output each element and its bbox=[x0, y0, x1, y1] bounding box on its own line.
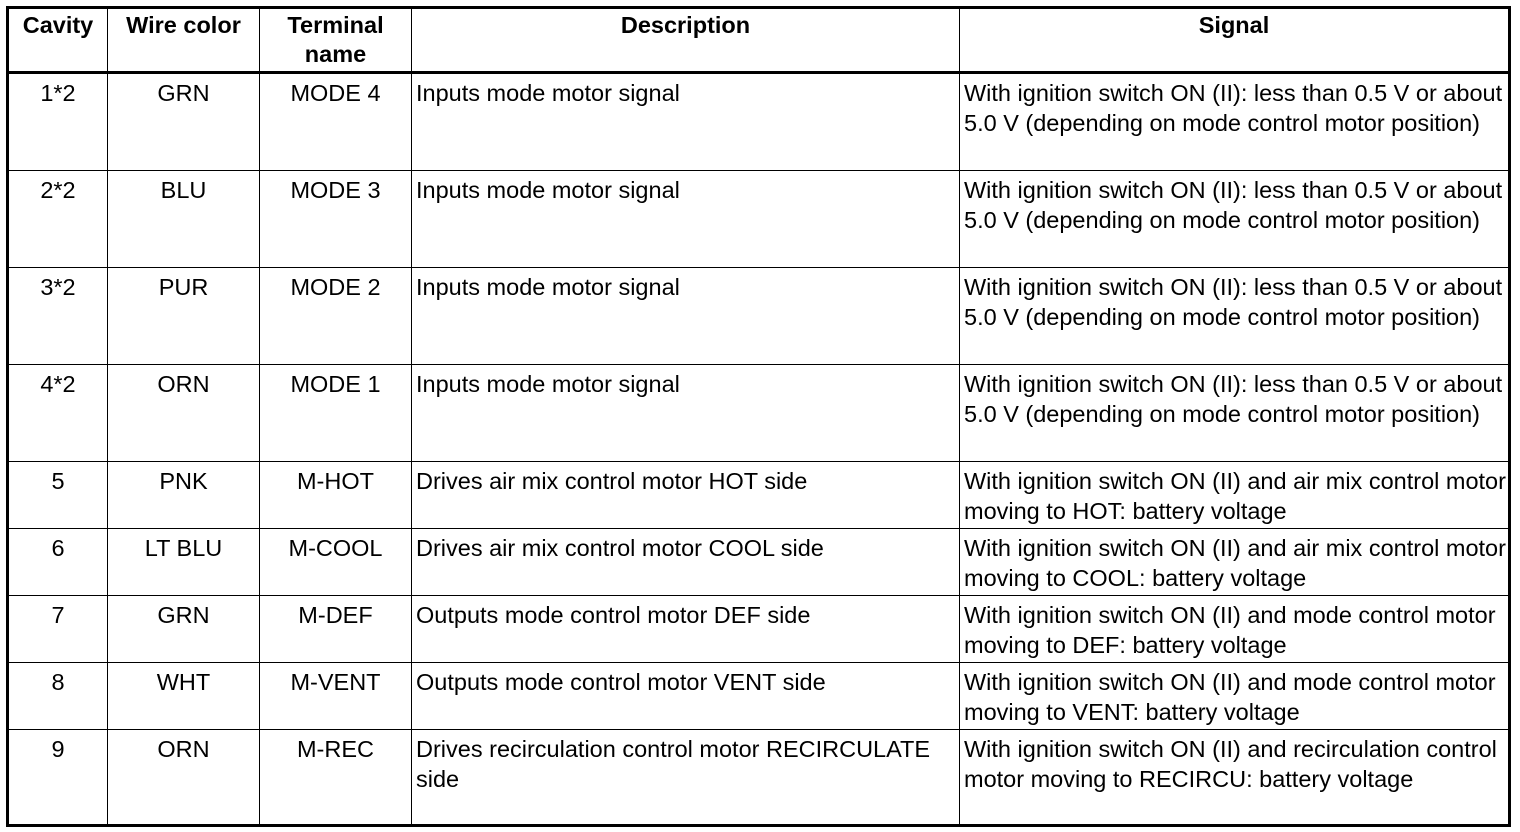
terminal-name-cell: MODE 4 bbox=[259, 72, 412, 171]
cavity-cell: 6 bbox=[7, 528, 108, 596]
wire-color-cell: ORN bbox=[107, 729, 260, 826]
table-row: 4*2 ORN MODE 1 Inputs mode motor signal … bbox=[7, 364, 1510, 462]
wire-color-cell: PUR bbox=[107, 267, 260, 365]
description-cell: Inputs mode motor signal bbox=[411, 170, 960, 268]
signal-cell: With ignition switch ON (II) and air mix… bbox=[959, 528, 1510, 596]
header-description: Description bbox=[411, 7, 960, 74]
terminal-name-cell: M-COOL bbox=[259, 528, 412, 596]
table-row: 9 ORN M-REC Drives recirculation control… bbox=[7, 729, 1510, 826]
wire-color-cell: LT BLU bbox=[107, 528, 260, 596]
wire-color-cell: GRN bbox=[107, 72, 260, 171]
wire-color-cell: PNK bbox=[107, 461, 260, 529]
terminal-name-cell: M-REC bbox=[259, 729, 412, 826]
description-cell: Inputs mode motor signal bbox=[411, 364, 960, 462]
description-cell: Drives recirculation control motor RECIR… bbox=[411, 729, 960, 826]
table-row: 6 LT BLU M-COOL Drives air mix control m… bbox=[7, 528, 1510, 596]
cavity-cell: 9 bbox=[7, 729, 108, 826]
cavity-cell: 1*2 bbox=[7, 72, 108, 171]
header-wire-color: Wire color bbox=[107, 7, 260, 74]
terminal-name-cell: MODE 2 bbox=[259, 267, 412, 365]
signal-cell: With ignition switch ON (II): less than … bbox=[959, 170, 1510, 268]
cavity-cell: 4*2 bbox=[7, 364, 108, 462]
cavity-cell: 8 bbox=[7, 662, 108, 730]
description-cell: Outputs mode control motor DEF side bbox=[411, 595, 960, 663]
signal-cell: With ignition switch ON (II): less than … bbox=[959, 267, 1510, 365]
signal-cell: With ignition switch ON (II) and recircu… bbox=[959, 729, 1510, 826]
table-row: 8 WHT M-VENT Outputs mode control motor … bbox=[7, 662, 1510, 730]
wire-color-cell: ORN bbox=[107, 364, 260, 462]
signal-cell: With ignition switch ON (II) and mode co… bbox=[959, 595, 1510, 663]
wire-color-cell: WHT bbox=[107, 662, 260, 730]
wire-color-cell: BLU bbox=[107, 170, 260, 268]
terminal-name-cell: M-DEF bbox=[259, 595, 412, 663]
description-cell: Inputs mode motor signal bbox=[411, 72, 960, 171]
pinout-table: Cavity Wire color Terminal name Descript… bbox=[6, 6, 1511, 827]
cavity-cell: 3*2 bbox=[7, 267, 108, 365]
table-row: 1*2 GRN MODE 4 Inputs mode motor signal … bbox=[7, 72, 1510, 171]
description-cell: Drives air mix control motor HOT side bbox=[411, 461, 960, 529]
cavity-cell: 2*2 bbox=[7, 170, 108, 268]
header-signal: Signal bbox=[959, 7, 1510, 74]
terminal-name-cell: M-VENT bbox=[259, 662, 412, 730]
table-row: 7 GRN M-DEF Outputs mode control motor D… bbox=[7, 595, 1510, 663]
header-terminal-name: Terminal name bbox=[259, 7, 412, 74]
header-cavity: Cavity bbox=[7, 7, 108, 74]
table-header-row: Cavity Wire color Terminal name Descript… bbox=[7, 7, 1510, 74]
cavity-cell: 5 bbox=[7, 461, 108, 529]
signal-cell: With ignition switch ON (II): less than … bbox=[959, 364, 1510, 462]
description-cell: Inputs mode motor signal bbox=[411, 267, 960, 365]
terminal-name-cell: MODE 1 bbox=[259, 364, 412, 462]
terminal-name-cell: M-HOT bbox=[259, 461, 412, 529]
description-cell: Drives air mix control motor COOL side bbox=[411, 528, 960, 596]
signal-cell: With ignition switch ON (II): less than … bbox=[959, 72, 1510, 171]
terminal-name-cell: MODE 3 bbox=[259, 170, 412, 268]
table-row: 2*2 BLU MODE 3 Inputs mode motor signal … bbox=[7, 170, 1510, 268]
wire-color-cell: GRN bbox=[107, 595, 260, 663]
table-row: 5 PNK M-HOT Drives air mix control motor… bbox=[7, 461, 1510, 529]
table-row: 3*2 PUR MODE 2 Inputs mode motor signal … bbox=[7, 267, 1510, 365]
signal-cell: With ignition switch ON (II) and air mix… bbox=[959, 461, 1510, 529]
signal-cell: With ignition switch ON (II) and mode co… bbox=[959, 662, 1510, 730]
cavity-cell: 7 bbox=[7, 595, 108, 663]
description-cell: Outputs mode control motor VENT side bbox=[411, 662, 960, 730]
